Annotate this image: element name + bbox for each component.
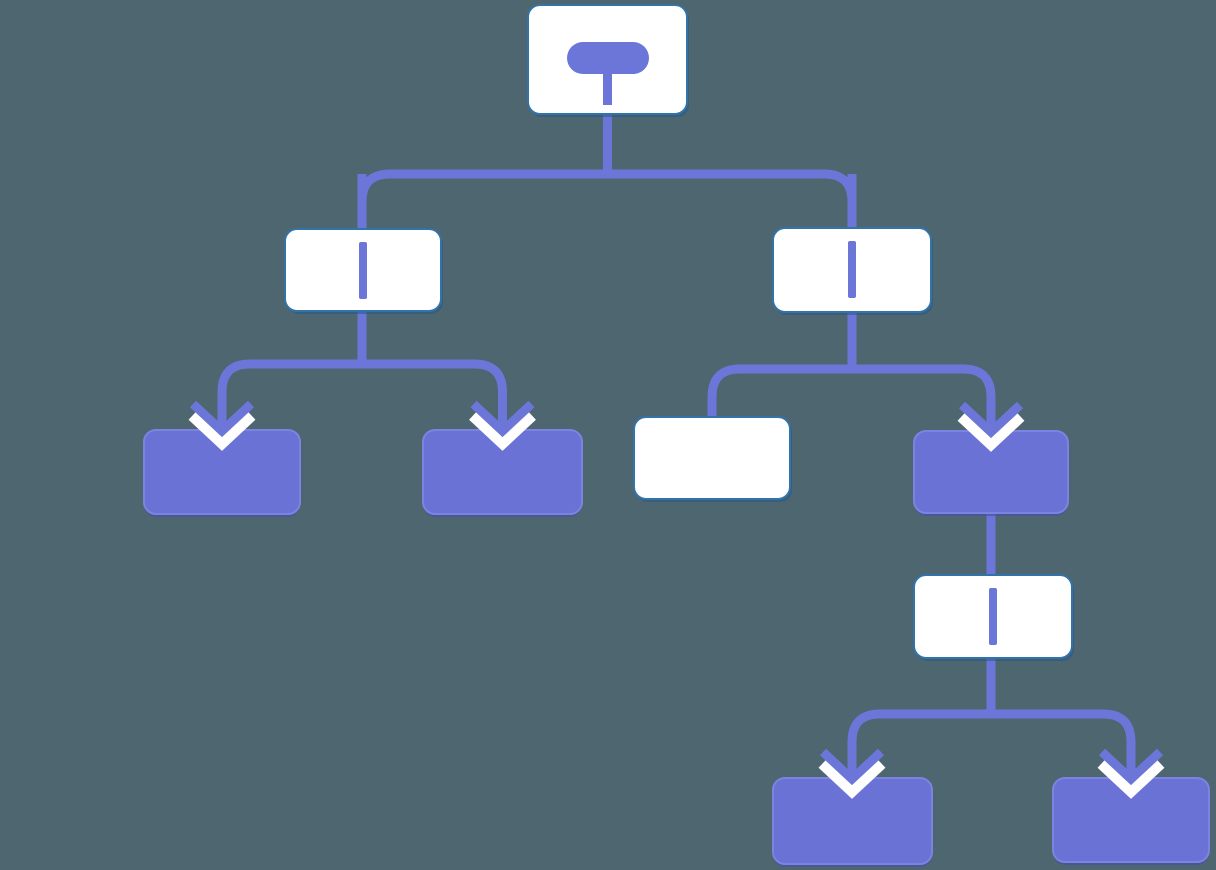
vertical-bar-icon	[989, 588, 997, 645]
node-branch-right[interactable]	[772, 227, 932, 313]
node-d[interactable]	[913, 430, 1069, 514]
vertical-bar-icon	[848, 241, 856, 298]
connector-bus-bottom	[847, 709, 1136, 782]
node-leaf-a[interactable]	[143, 429, 301, 515]
vertical-bar-icon	[359, 242, 367, 299]
node-branch-d[interactable]	[913, 574, 1073, 659]
node-leaf-f[interactable]	[772, 777, 933, 865]
pill-icon	[567, 42, 649, 74]
node-leaf-c[interactable]	[633, 416, 791, 500]
node-branch-left[interactable]	[284, 228, 442, 312]
connector-bus-top	[357, 169, 857, 232]
node-root[interactable]	[527, 4, 688, 115]
node-leaf-g[interactable]	[1052, 777, 1210, 863]
node-leaf-b[interactable]	[422, 429, 583, 515]
connector-bus-left	[217, 359, 507, 434]
pill-stem-icon	[603, 72, 612, 105]
